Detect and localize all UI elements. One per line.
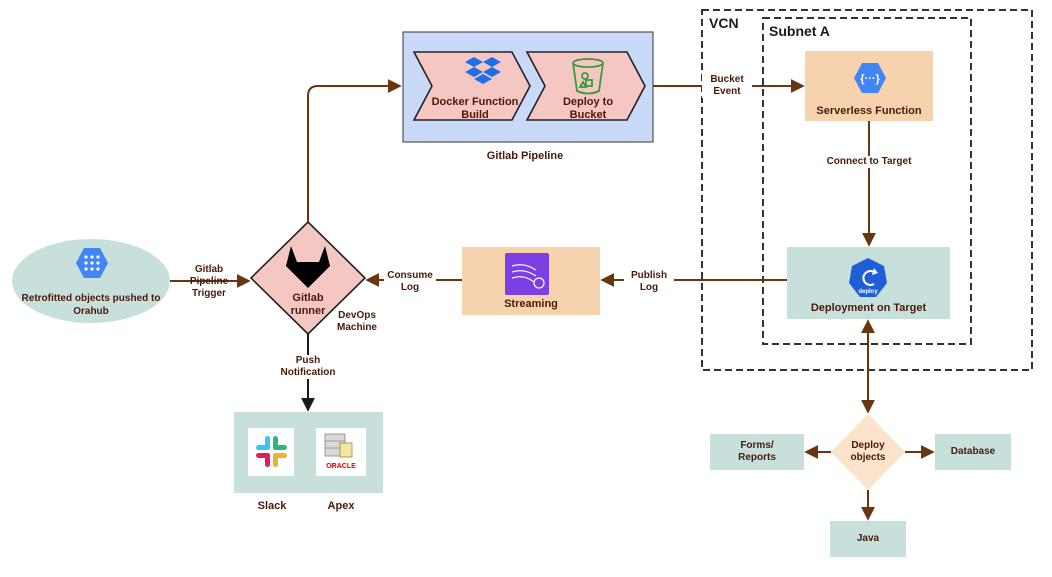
pipeline-stage-build[interactable] <box>412 51 531 121</box>
oracle-logo-text: ORACLE <box>326 463 356 470</box>
deploy-icon-text: deploy <box>858 289 878 295</box>
gitlab-icon <box>286 246 330 288</box>
apex-icon: ORACLE <box>316 428 366 476</box>
java-label: Java <box>856 533 880 544</box>
streaming-icon <box>505 253 549 295</box>
serverless-function-icon: {···} <box>854 63 886 93</box>
source-hexagon-icon <box>76 248 108 278</box>
java-box[interactable] <box>830 521 906 557</box>
vcn-boundary <box>701 9 1033 371</box>
database-label: Database <box>950 446 996 457</box>
source-label: Retrofitted objects pushed to Orahub <box>21 293 161 317</box>
arrow-runner-to-pipeline <box>307 79 402 222</box>
database-box[interactable] <box>935 434 1011 470</box>
deploy-objects-diamond[interactable] <box>831 414 905 490</box>
deploy-icon <box>849 258 887 297</box>
subnet-title: Subnet A <box>769 23 830 39</box>
apex-label: Apex <box>327 500 355 512</box>
pipeline-title: Gitlab Pipeline <box>486 150 564 162</box>
slack-icon <box>248 428 294 476</box>
dropbox-icon <box>465 57 501 84</box>
slack-label: Slack <box>257 500 287 512</box>
stage-build-label: Docker Function Build <box>431 96 519 121</box>
stage-deploy-label: Deploy to Bucket <box>562 96 614 121</box>
forms-reports-label: Forms/Reports <box>738 440 776 463</box>
deployment-label: Deployment on Target <box>810 302 927 314</box>
connect-target-label: Connect to Target <box>814 156 924 168</box>
vcn-title: VCN <box>709 15 739 31</box>
bucket-icon <box>572 58 604 95</box>
streaming-label: Streaming <box>504 298 558 310</box>
svg-text:{···}: {···} <box>860 73 880 85</box>
serverless-label: Serverless Function <box>816 105 922 117</box>
source-ellipse[interactable] <box>12 239 170 323</box>
forms-reports-box[interactable] <box>710 434 804 470</box>
